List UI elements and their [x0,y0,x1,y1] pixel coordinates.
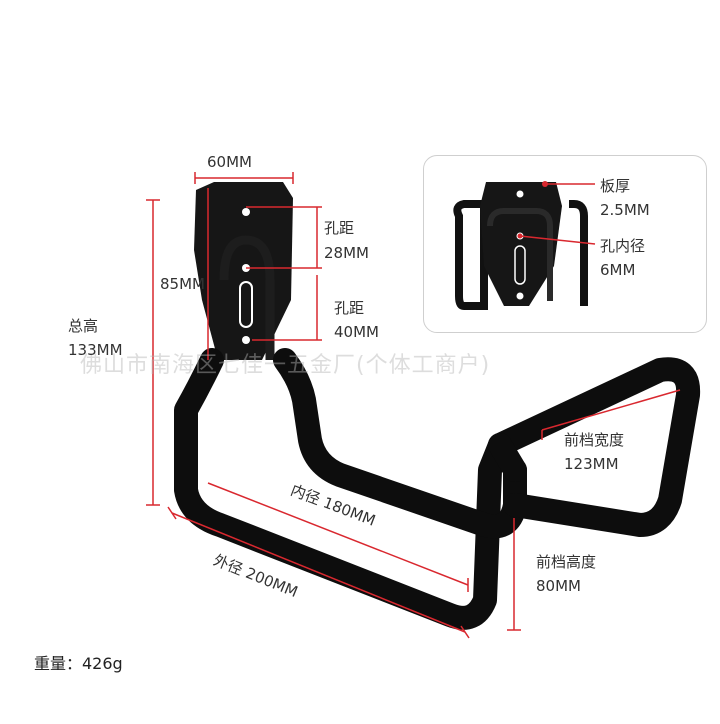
hole-spacing-2-title: 孔距 [334,299,365,317]
plate-thickness-title: 板厚 [600,177,631,195]
plate-hole-bottom [242,336,250,344]
plate-slot [239,281,253,328]
dimension-lines [146,172,681,639]
rack-arm-left [174,348,512,630]
watermark-text: 佛山市南海区七佳一五金厂(个体工商户) [80,353,491,378]
front-height-title: 前档高度 [536,553,597,571]
front-width-title: 前档宽度 [564,431,625,449]
inset-plate-illustration [453,181,596,310]
hole-spacing-1-value: 28MM [324,244,369,262]
hole-spacing-2-value: 40MM [334,323,379,341]
plate-hole-top [242,208,250,216]
rack-front-loop [488,357,701,537]
detail-inset: 板厚 2.5MM 孔内径 6MM [423,155,707,333]
width-top-label: 60MM [207,153,252,171]
weight-label: 重量：426g [34,654,123,673]
front-width-value: 123MM [564,455,619,473]
total-height-value: 133MM [68,341,123,359]
rack-arm-right [273,348,527,539]
hole-inner-diameter-value: 6MM [600,261,636,279]
total-height-title: 总高 [68,317,99,335]
plate-thickness-value: 2.5MM [600,201,650,219]
hole-inner-diameter-title: 孔内径 [600,237,646,255]
hole-spacing-1-title: 孔距 [324,219,355,237]
front-height-value: 80MM [536,577,581,595]
plate-height-label: 85MM [160,275,205,293]
